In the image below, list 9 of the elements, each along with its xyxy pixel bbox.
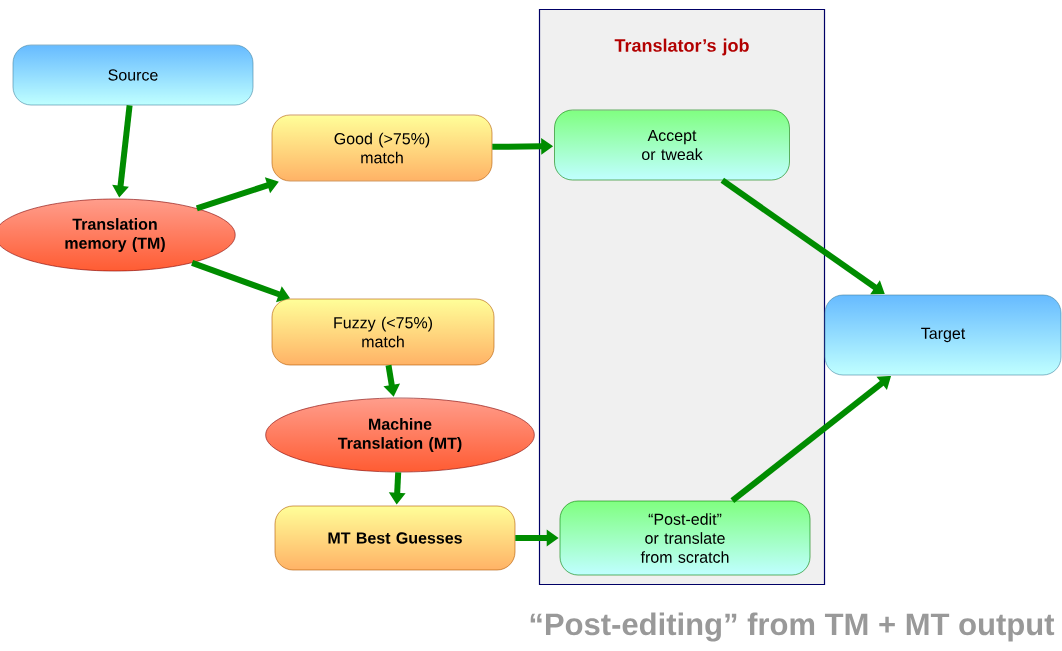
caption: “Post-editing” from TM + MT output	[530, 612, 1055, 642]
process-box: Source	[12, 44, 254, 106]
process-box: MT Best Guesses	[274, 505, 516, 571]
process-box: Fuzzy (<75%) match	[271, 298, 495, 366]
process-box: Target	[824, 294, 1062, 376]
process-box: “Post-edit” or translate from scratch	[559, 500, 811, 576]
arrow	[720, 177, 885, 295]
process-box: Good (>75%) match	[271, 114, 493, 182]
process-box: Accept or tweak	[554, 109, 790, 181]
